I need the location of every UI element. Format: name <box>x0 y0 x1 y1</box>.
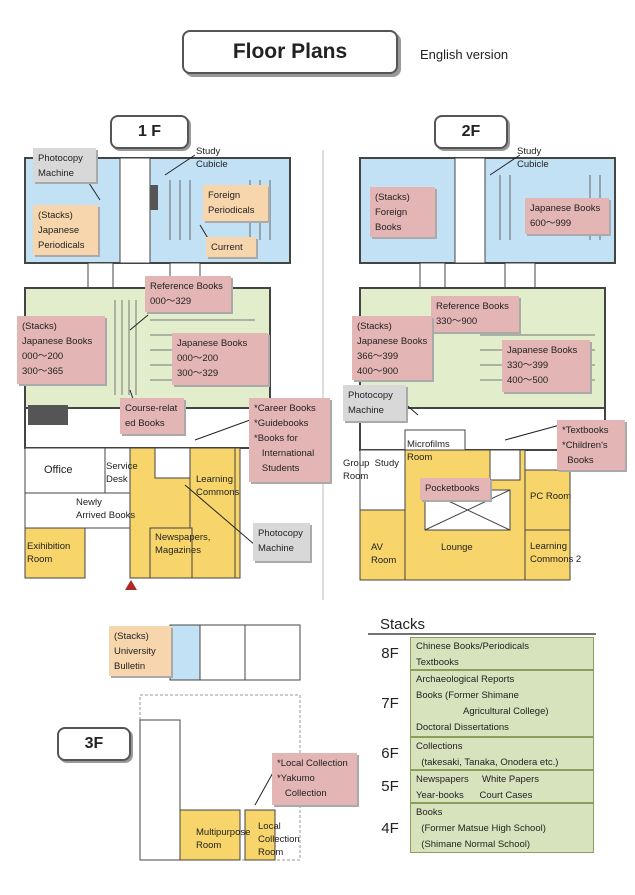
f1-connector-left <box>87 262 114 289</box>
floor-tag-2f[interactable]: 2F <box>434 115 508 149</box>
stacks-line: Chinese Books/Periodicals <box>416 641 530 652</box>
stacks-line: Collections <box>416 741 463 752</box>
stacks-line: (Former Matsue High School) <box>416 823 546 834</box>
f2-study-cubicle: Study Cubicle <box>517 146 549 170</box>
f2-jp-books-600: Japanese Books 600～999 <box>525 198 609 234</box>
entrance-marker <box>125 580 137 590</box>
f2-pc-room: PC Room <box>530 491 572 502</box>
f2-textbooks: *Textbooks *Children's Books <box>557 420 625 470</box>
f1-foreign-periodicals: Foreign Periodicals <box>203 185 268 221</box>
f3-local-room <box>244 809 276 861</box>
f2-av-room <box>359 509 406 581</box>
f1-study-cubicle: Study Cubicle <box>196 146 228 170</box>
f3-multipurpose <box>179 809 241 861</box>
f1-course-related: Course-relat ed Books <box>120 398 184 434</box>
stacks-line: Agricultural College) <box>416 706 549 717</box>
stacks-line: (Shimane Normal School) <box>416 839 531 850</box>
f2-group-study: Group Study Room <box>343 458 399 482</box>
f2-stacks-jp-books: (Stacks) Japanese Books 366～399 400～900 <box>352 316 432 380</box>
f2-connector-left <box>419 262 446 289</box>
f1-reference-books: Reference Books 000～329 <box>145 276 231 312</box>
f2-lounge: Lounge <box>441 542 473 553</box>
f1-newly-arrived: Newly Arrived Books <box>76 497 136 521</box>
f1-exhibition-room: Exihibition Room <box>27 541 71 565</box>
f1-stair-core <box>119 157 151 264</box>
stacks-floor-label: 6F <box>381 745 399 762</box>
f2-learning-commons2: Learning Commons 2 <box>530 541 582 565</box>
f2-photocopy: Photocopy Machine <box>343 385 406 421</box>
f1-jp-books: Japanese Books 000～200 300～329 <box>172 333 268 385</box>
f1-photocopy-top: Photocopy Machine <box>33 148 96 182</box>
stacks-line: Year-books Court Cases <box>416 790 533 801</box>
f3-local-collection: *Local Collection *Yakumo Collection <box>272 753 357 805</box>
f1-learning-commons: Learning Commons <box>196 474 240 498</box>
f1-photocopy-bottom: Photocopy Machine <box>253 523 310 561</box>
f1-column <box>150 185 158 210</box>
page-title: Floor Plans <box>182 30 398 74</box>
f1-exhibition <box>24 527 86 579</box>
f2-microfilms: Microfilms Room <box>407 439 450 463</box>
f1-stacks-jp-books: (Stacks) Japanese Books 000～200 300～365 <box>17 316 105 384</box>
stacks-floor-label: 7F <box>381 695 399 712</box>
stacks-contents: Books (Former Matsue High School) (Shima… <box>410 803 594 853</box>
stacks-line: Doctoral Dissertations <box>416 722 509 733</box>
f1-current: Current <box>206 237 256 257</box>
stacks-line: Archaeological Reports <box>416 674 515 685</box>
stacks-rule <box>368 633 596 635</box>
f2-connector-right <box>504 262 536 289</box>
stacks-floor-label: 5F <box>381 778 399 795</box>
stacks-floor-label: 4F <box>381 819 399 837</box>
f3-university-bulletin: (Stacks) University Bulletin <box>109 626 171 676</box>
f1-newspapers: Newspapers, Magazines <box>155 532 211 556</box>
f3-top-right <box>244 624 301 681</box>
f2-pc-room <box>524 469 571 531</box>
floor-tag-3f[interactable]: 3F <box>57 727 131 761</box>
f3-multipurpose: Multipurpose Room <box>196 827 251 851</box>
f1-stair-center <box>154 447 191 479</box>
f1-career-books: *Career Books *Guidebooks *Books for Int… <box>249 398 330 482</box>
f1-service-desk: Service Desk <box>106 461 138 485</box>
f2-stair-core <box>454 157 486 264</box>
f1-newspapers-area <box>149 527 193 579</box>
stacks-row-6f: 6F Collections (takesaki, Tanaka, Onodera… <box>370 737 594 770</box>
stacks-row-4f: 4F Books (Former Matsue High School) (Shi… <box>370 803 594 853</box>
f3-local-collection-room: Local Collection Room <box>258 821 300 858</box>
stacks-floor-label: 8F <box>381 645 399 662</box>
f1-office: Office <box>44 464 73 476</box>
stacks-line: Books (Former Shimane <box>416 690 519 701</box>
stacks-line: (takesaki, Tanaka, Onodera etc.) <box>416 757 559 768</box>
stacks-title: Stacks <box>380 616 426 633</box>
f1-stacks-jp-periodicals: (Stacks) Japanese Periodicals <box>33 205 98 255</box>
f2-atrium-cross2 <box>424 489 511 531</box>
f1-learning-commons <box>189 447 236 579</box>
f1-stair-dark <box>28 405 68 425</box>
floor-tag-1f[interactable]: 1 F <box>110 115 189 149</box>
stacks-line: Books <box>416 807 443 818</box>
f3-blue-area <box>169 624 201 681</box>
language-label[interactable]: English version <box>420 47 509 62</box>
f2-stacks-foreign: (Stacks) Foreign Books <box>370 187 435 237</box>
f1-newly-arrived-area <box>24 492 131 529</box>
stacks-line: Newspapers White Papers <box>416 774 540 785</box>
f1-arrows <box>86 154 256 546</box>
stacks-contents: Collections (takesaki, Tanaka, Onodera e… <box>410 737 594 770</box>
f2-jp-books-330: Japanese Books 330～399 400～500 <box>502 340 590 392</box>
f2-stair-center <box>489 449 521 481</box>
f2-av-room: AV Room <box>371 542 397 566</box>
f2-pocketbooks: Pocketbooks <box>420 478 490 500</box>
f2-learning-commons2 <box>524 529 571 581</box>
f2-reference-books: Reference Books 330～900 <box>431 296 519 332</box>
stacks-line: Textbooks <box>416 657 459 668</box>
f3-left-block <box>139 719 181 861</box>
f1-office <box>24 447 106 494</box>
